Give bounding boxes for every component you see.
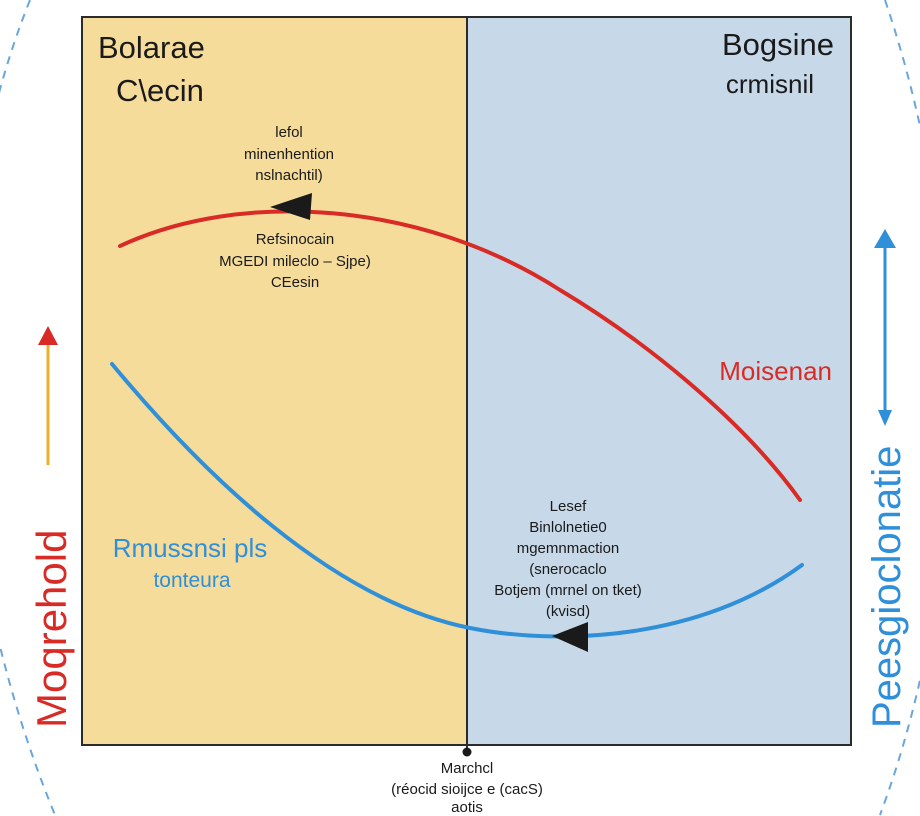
red-curve	[118, 209, 802, 502]
top-note-line3: nslnachtil)	[255, 167, 323, 184]
left-panel	[81, 16, 468, 746]
left-axis-arrow-head	[38, 326, 58, 345]
blue-note-line1: Lesef	[550, 498, 588, 515]
top-note-line1: lefol	[275, 124, 303, 141]
left-vertical-label: Moqrehold	[28, 530, 75, 728]
blue-curve-arrowhead	[552, 622, 588, 652]
red-note-line3: CEesin	[271, 274, 319, 291]
red-curve-arrowhead	[270, 193, 312, 220]
bottom-note-line3: aotis	[451, 799, 483, 816]
blue-note-line5: Botjem (mrnel on tket)	[494, 582, 642, 599]
blue-note-line6: (kvisd)	[546, 603, 590, 620]
right-panel-title-line2: crmisnil	[726, 69, 814, 99]
top-note-line2: minenhention	[244, 146, 334, 163]
left-panel-title-line2: C\ecin	[116, 73, 204, 108]
right-axis-arrow-head-up	[874, 229, 896, 248]
blue-curve-label-line1: Rmussnsi pls	[113, 533, 268, 563]
right-axis-arrow-head-down	[878, 410, 892, 426]
blue-curve	[110, 362, 804, 639]
divider-dot	[462, 747, 472, 757]
blue-note-line4: (snerocaclo	[529, 561, 607, 578]
red-note-line1: Refsinocain	[256, 231, 334, 248]
bottom-note-line2: (réocid sioijce e (cacS)	[391, 781, 543, 798]
blue-note-line3: mgemnmaction	[517, 540, 620, 557]
right-panel	[466, 16, 852, 746]
blue-curve-label-line2: tonteura	[153, 569, 230, 592]
red-note-line2: MGEDI mileclo – Sjpe)	[219, 253, 371, 270]
blue-note-line2: Binlolnetie0	[529, 519, 607, 536]
dashed-arc-right	[879, 0, 920, 816]
bottom-note-line1: Marchcl	[441, 760, 494, 777]
left-panel-title-line1: Bolarae	[98, 30, 205, 65]
right-panel-title-line1: Bogsine	[722, 27, 834, 62]
red-curve-label: Moisenan	[719, 356, 832, 386]
right-vertical-label: Peesgioclonatie	[865, 446, 909, 728]
